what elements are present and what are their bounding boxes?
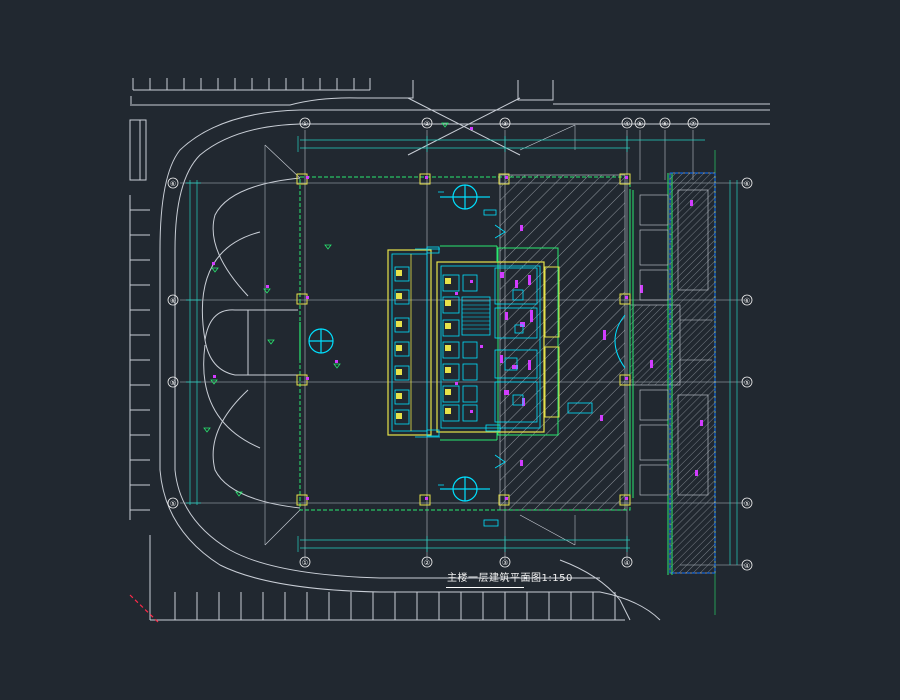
grid-label-right-4: ⑤	[744, 500, 750, 508]
grid-label-bottom-2: ②	[424, 559, 430, 567]
grid-label-top-7: ⑦	[690, 120, 696, 128]
west-forecourt	[204, 309, 249, 376]
column-markers	[306, 176, 628, 500]
grid-label-bottom-4: ④	[624, 559, 630, 567]
grid-label-left-4: ⑤	[170, 500, 176, 508]
core-magenta-details	[212, 127, 703, 476]
elevation-markers	[203, 122, 449, 497]
east-annex-rooms	[639, 189, 712, 496]
east-annex-outline	[669, 172, 716, 574]
grid-label-left-2: ⑥	[170, 297, 176, 305]
grid-label-right-3: ⑤	[744, 379, 750, 387]
core-elevator-bank-central	[436, 261, 560, 433]
east-door-arc	[614, 314, 626, 369]
dimension-lines	[186, 136, 738, 565]
east-hatched-wing	[499, 174, 626, 511]
left-parking-stalls	[129, 195, 150, 520]
top-road	[130, 80, 414, 106]
grid-label-bottom-3: ③	[502, 559, 508, 567]
drawing-title: 主楼一层建筑平面图1:150	[447, 573, 573, 584]
grid-label-right-5: ④	[744, 562, 750, 570]
drawing-title-underline	[446, 587, 524, 588]
grid-label-right-2: ⑥	[744, 297, 750, 305]
grid-label-bottom-1: ①	[302, 559, 308, 567]
entrance-details	[415, 191, 506, 527]
grid-label-top-4: ④	[624, 120, 630, 128]
grid-label-top-2: ②	[424, 120, 430, 128]
grid-bubbles	[167, 117, 753, 571]
grid-label-left-3: ⑤	[170, 379, 176, 387]
revolving-door-west	[299, 322, 334, 360]
axis-grid	[180, 130, 745, 615]
grid-label-top-3: ③	[502, 120, 508, 128]
top-parking-stalls	[130, 78, 371, 104]
revolving-door-north	[440, 184, 490, 210]
grid-label-top-5: ⑤	[637, 120, 643, 128]
grid-label-right-1: ⑥	[744, 180, 750, 188]
core-green-walls	[440, 245, 498, 441]
grid-label-left-1: ⑥	[170, 180, 176, 188]
core-elevator-bank-west	[387, 249, 432, 436]
bottom-parking-stalls	[149, 535, 625, 621]
grid-bubble-labels: ① ② ③ ④ ⑤ ⑥ ⑦ ① ② ③ ④ ⑥ ⑥ ⑤ ⑤ ⑥ ⑥ ⑤ ⑤ ④	[170, 120, 750, 570]
grid-label-top-6: ⑥	[662, 120, 668, 128]
red-section-line	[129, 594, 159, 623]
grid-label-top-1: ①	[302, 120, 308, 128]
revolving-door-south	[440, 476, 490, 502]
outer-ring-road	[159, 109, 770, 621]
core-cyan-details	[426, 246, 593, 437]
